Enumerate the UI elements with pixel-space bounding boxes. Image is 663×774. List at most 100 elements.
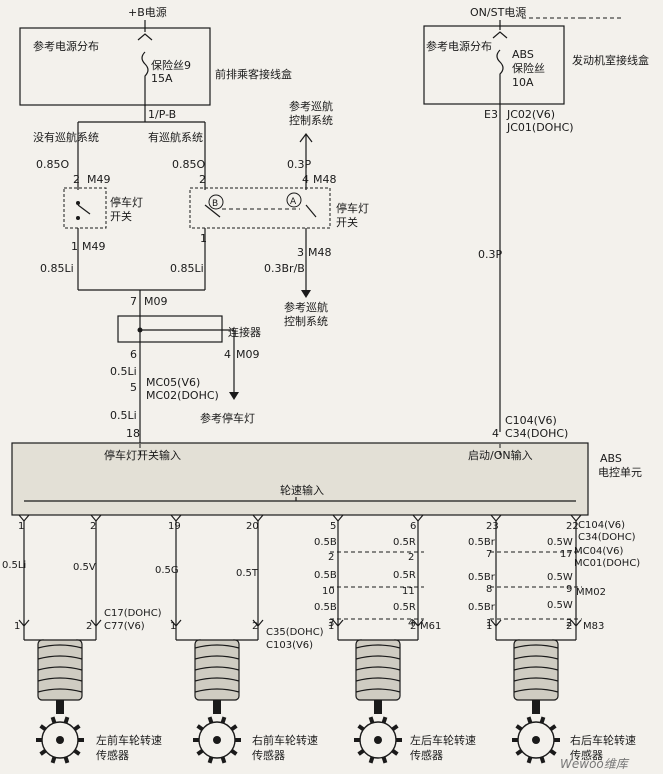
abs-start-input: 启动/ON输入 <box>468 448 533 462</box>
wire-05br-b: 0.5Br <box>468 572 496 583</box>
m49-top-pin: 2 <box>73 173 80 186</box>
abs-fuse-element <box>496 49 504 104</box>
lr-sensor-label-a: 左后车轮转速 <box>410 733 476 747</box>
sensor-pole <box>213 700 221 714</box>
wire-05li-a: 0.5Li <box>110 365 137 378</box>
wire-085o-left-label: 0.85O <box>36 158 69 171</box>
bot-pin-rr-1: 1 <box>486 621 492 632</box>
c104-right: C104(V6) <box>578 520 625 531</box>
bot-pin-lf-1: 1 <box>14 621 20 632</box>
m49-switch-body <box>63 187 107 229</box>
wire-05br-c: 0.5Br <box>468 602 496 613</box>
mm02-label: MM02 <box>576 587 606 598</box>
sensor-coil-turn <box>355 644 401 649</box>
mid-pin-l-10: 10 <box>322 586 335 597</box>
m48-switch-body <box>189 187 331 229</box>
abs-pin-22: 22 <box>566 521 579 532</box>
tone-wheel-tooth <box>207 756 214 764</box>
m48-circle-b <box>208 194 224 210</box>
tone-wheel-tooth <box>368 716 375 724</box>
tone-wheel-tooth <box>357 748 365 756</box>
m83-label: M83 <box>583 621 604 632</box>
ref-cruise2-a: 参考巡航 <box>284 300 328 314</box>
m49-bot-conn: M49 <box>82 240 106 253</box>
ref-power-dist-left: 参考电源分布 <box>33 39 99 53</box>
wire-085li-right-label: 0.85Li <box>170 262 204 275</box>
wire-05r-b: 0.5R <box>393 570 416 581</box>
lr-sensor-label-b: 传感器 <box>410 749 443 762</box>
wire-05w-b: 0.5W <box>547 572 573 583</box>
mid-pin-l2-2: 2 <box>408 552 414 563</box>
mid-pin-r-8: 8 <box>486 584 492 595</box>
sensor-coil-turn <box>194 677 240 682</box>
ref-cruise-top-b: 控制系统 <box>289 113 333 127</box>
wire-05r-a: 0.5R <box>393 537 416 548</box>
c34-right: C34(DOHC) <box>578 532 636 543</box>
wire-05t: 0.5T <box>236 568 259 579</box>
c77-label: C77(V6) <box>104 621 145 632</box>
lf-sensor-label-a: 左前车轮转速 <box>96 733 162 747</box>
m09-bot-conn: M09 <box>236 348 260 361</box>
tone-wheel-tooth <box>39 748 47 756</box>
m49-top-conn: M49 <box>87 173 111 186</box>
fuse9-rating: 15A <box>151 72 173 85</box>
sensor-coil-turn <box>513 688 559 693</box>
ref-cruise-top-a: 参考巡航 <box>289 99 333 113</box>
mc01-label: MC01(DOHC) <box>574 558 640 569</box>
bot-pin-lr-1: 1 <box>328 621 334 632</box>
abs-unit-label-a: ABS <box>600 452 622 465</box>
wire-05r-c: 0.5R <box>393 602 416 613</box>
sensor-coil-turn <box>37 688 83 693</box>
abs-unit-label-b: 电控单元 <box>598 465 642 479</box>
tone-wheel-tooth <box>73 724 81 732</box>
ref-cruise2-b: 控制系统 <box>284 314 328 328</box>
tone-wheel-tooth <box>368 756 375 764</box>
m48-blade-b <box>204 204 221 218</box>
sensor-pole <box>532 700 540 714</box>
connector-label: 连接器 <box>228 326 261 339</box>
rf-sensor-label-a: 右前车轮转速 <box>252 733 318 747</box>
mid-pin-r2-2: 2 <box>566 618 572 629</box>
m09-top-conn: M09 <box>144 295 168 308</box>
mc05-pin: 5 <box>130 381 137 394</box>
tone-wheel-tooth <box>73 748 81 756</box>
m48-pin2: 2 <box>199 173 206 186</box>
conn-jc01: JC01(DOHC) <box>506 121 574 134</box>
bot-pin-rf-1: 1 <box>170 621 176 632</box>
tone-wheel-hub <box>532 736 540 744</box>
passenger-junction-box <box>19 27 211 106</box>
tone-wheel-tooth <box>230 724 238 732</box>
c104-pin: 4 <box>492 427 499 440</box>
wire-05li-b: 0.5Li <box>110 409 137 422</box>
mid-pin-r-1: 1 <box>486 618 492 629</box>
m09-junction <box>137 327 143 333</box>
abs-fuse-label-b: 保险丝 <box>512 61 545 75</box>
m48-circle-a-label: A <box>290 197 297 207</box>
mid-pin-l2-4: 4 <box>408 618 414 629</box>
m49-bot-pin: 1 <box>71 240 78 253</box>
wire-05v: 0.5V <box>73 562 96 573</box>
sensor-coil-turn <box>355 666 401 671</box>
tone-wheel-tooth <box>526 756 533 764</box>
m49-switch-label-b: 开关 <box>110 209 132 223</box>
m48-bot-pin1: 1 <box>200 232 207 245</box>
tone-wheel-hub <box>56 736 64 744</box>
wire-03p-cruise-label: 0.3P <box>287 158 311 171</box>
mc02-label: MC02(DOHC) <box>146 389 219 402</box>
c17-label: C17(DOHC) <box>104 608 162 619</box>
abs-pin-23: 23 <box>486 521 499 532</box>
abs-control-unit <box>11 442 589 516</box>
m09-top-pin: 7 <box>130 295 137 308</box>
conn-1pb: 1/P-B <box>148 108 176 121</box>
tone-wheel-tooth <box>39 724 47 732</box>
m48-top-conn: M48 <box>313 173 337 186</box>
tone-wheel-hub <box>374 736 382 744</box>
sensor-coil-turn <box>513 644 559 649</box>
abs-pin-5: 5 <box>330 521 336 532</box>
onst-label: ON/ST电源 <box>470 5 526 19</box>
m61-label: M61 <box>420 621 441 632</box>
wire-05b-b: 0.5B <box>314 570 337 581</box>
abs-fuse-label-a: ABS <box>512 48 534 61</box>
tone-wheel-tooth <box>230 748 238 756</box>
m09-pin6: 6 <box>130 348 137 361</box>
